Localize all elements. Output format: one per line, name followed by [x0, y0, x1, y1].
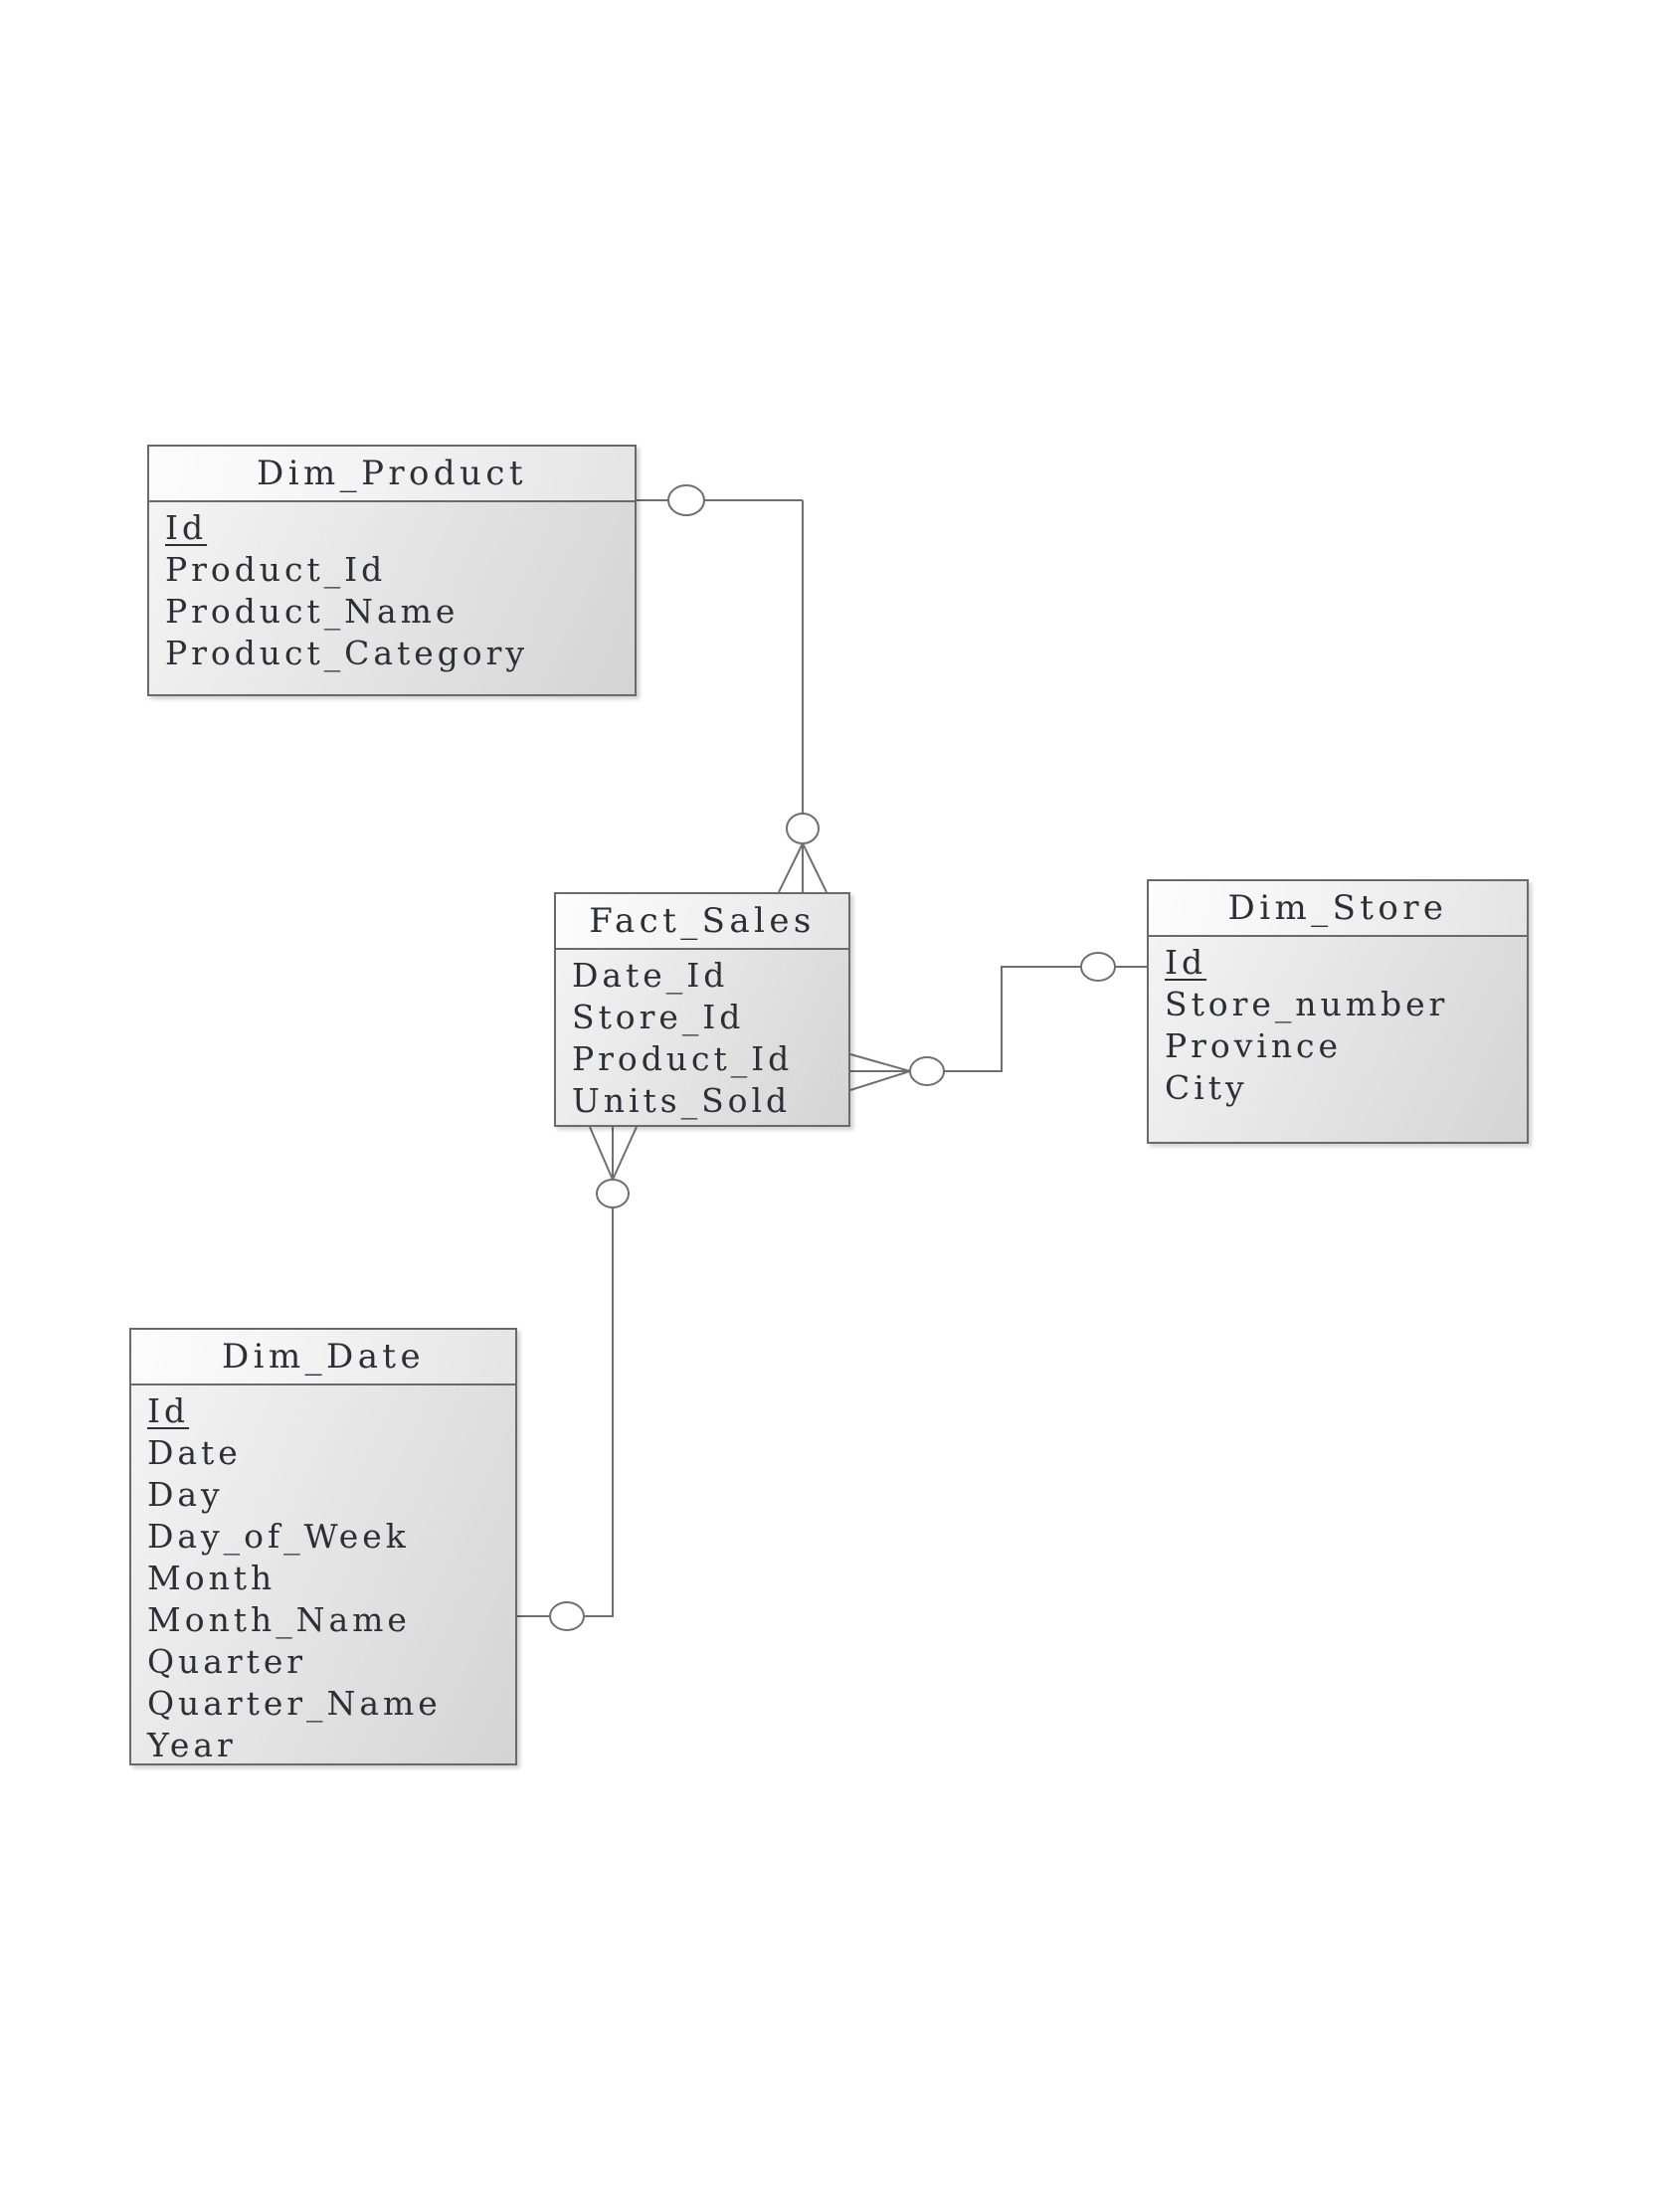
connector-segment — [944, 966, 1081, 1072]
field-row[interactable]: Product_Category — [165, 634, 528, 672]
zero-cardinality-circle — [909, 1056, 945, 1086]
field-row[interactable]: Province — [1165, 1026, 1342, 1065]
entity-header-dim-date[interactable]: Dim_Date — [131, 1330, 515, 1385]
connector-dimdate-factsales[interactable] — [517, 1126, 638, 1631]
entity-title: Dim_Date — [221, 1337, 426, 1377]
connector-dimstore-factsales[interactable] — [849, 952, 1147, 1091]
field-row[interactable]: Product_Name — [165, 592, 460, 631]
field-row[interactable]: Month — [147, 1559, 276, 1597]
entity-title: Fact_Sales — [589, 901, 816, 941]
field-row[interactable]: Product_Id — [572, 1039, 794, 1078]
field-row[interactable]: Store_number — [1165, 985, 1449, 1023]
field-row[interactable]: Store_Id — [572, 998, 745, 1036]
field-row[interactable]: Product_Id — [165, 550, 387, 589]
field-row[interactable]: City — [1165, 1068, 1248, 1107]
zero-cardinality-circle — [1080, 952, 1116, 982]
field-list: Id Date Day Day_of_Week Month Month_Name… — [131, 1385, 515, 1766]
entity-fact-sales[interactable]: Fact_Sales Date_Id Store_Id Product_Id U… — [554, 892, 850, 1127]
field-list: Id Store_number Province City — [1149, 937, 1527, 1109]
field-row[interactable]: Units_Sold — [572, 1081, 792, 1120]
connector-dimproduct-factsales[interactable] — [637, 484, 828, 893]
field-row[interactable]: Date — [147, 1433, 242, 1472]
entity-header-dim-store[interactable]: Dim_Store — [1149, 881, 1527, 937]
zero-cardinality-circle — [667, 484, 705, 516]
entity-title: Dim_Product — [257, 454, 527, 493]
field-row[interactable]: Day — [147, 1475, 224, 1514]
entity-dim-date[interactable]: Dim_Date Id Date Day Day_of_Week Month M… — [129, 1328, 517, 1765]
entity-header-dim-product[interactable]: Dim_Product — [149, 447, 635, 502]
field-row[interactable]: Month_Name — [147, 1600, 411, 1639]
field-row-pk[interactable]: Id — [165, 508, 208, 547]
entity-title: Dim_Store — [1227, 888, 1448, 928]
field-row[interactable]: Quarter_Name — [147, 1684, 442, 1723]
field-row-pk[interactable]: Id — [147, 1391, 190, 1430]
field-list: Id Product_Id Product_Name Product_Categ… — [149, 502, 635, 674]
crow-foot-many — [778, 842, 828, 893]
crow-foot-many — [849, 1053, 911, 1091]
entity-header-fact-sales[interactable]: Fact_Sales — [556, 894, 848, 950]
zero-cardinality-circle — [786, 813, 820, 844]
field-row[interactable]: Quarter — [147, 1642, 307, 1681]
field-row-pk[interactable]: Id — [1165, 943, 1207, 982]
connector-segment — [585, 1207, 614, 1617]
field-list: Date_Id Store_Id Product_Id Units_Sold — [556, 950, 848, 1122]
field-row[interactable]: Day_of_Week — [147, 1517, 410, 1556]
crow-foot-many — [589, 1126, 638, 1181]
field-row[interactable]: Date_Id — [572, 956, 729, 995]
field-row[interactable]: Year — [147, 1726, 237, 1764]
zero-cardinality-circle — [596, 1179, 630, 1208]
entity-dim-store[interactable]: Dim_Store Id Store_number Province City — [1147, 879, 1529, 1144]
entity-dim-product[interactable]: Dim_Product Id Product_Id Product_Name P… — [147, 445, 637, 696]
zero-cardinality-circle — [549, 1601, 585, 1631]
